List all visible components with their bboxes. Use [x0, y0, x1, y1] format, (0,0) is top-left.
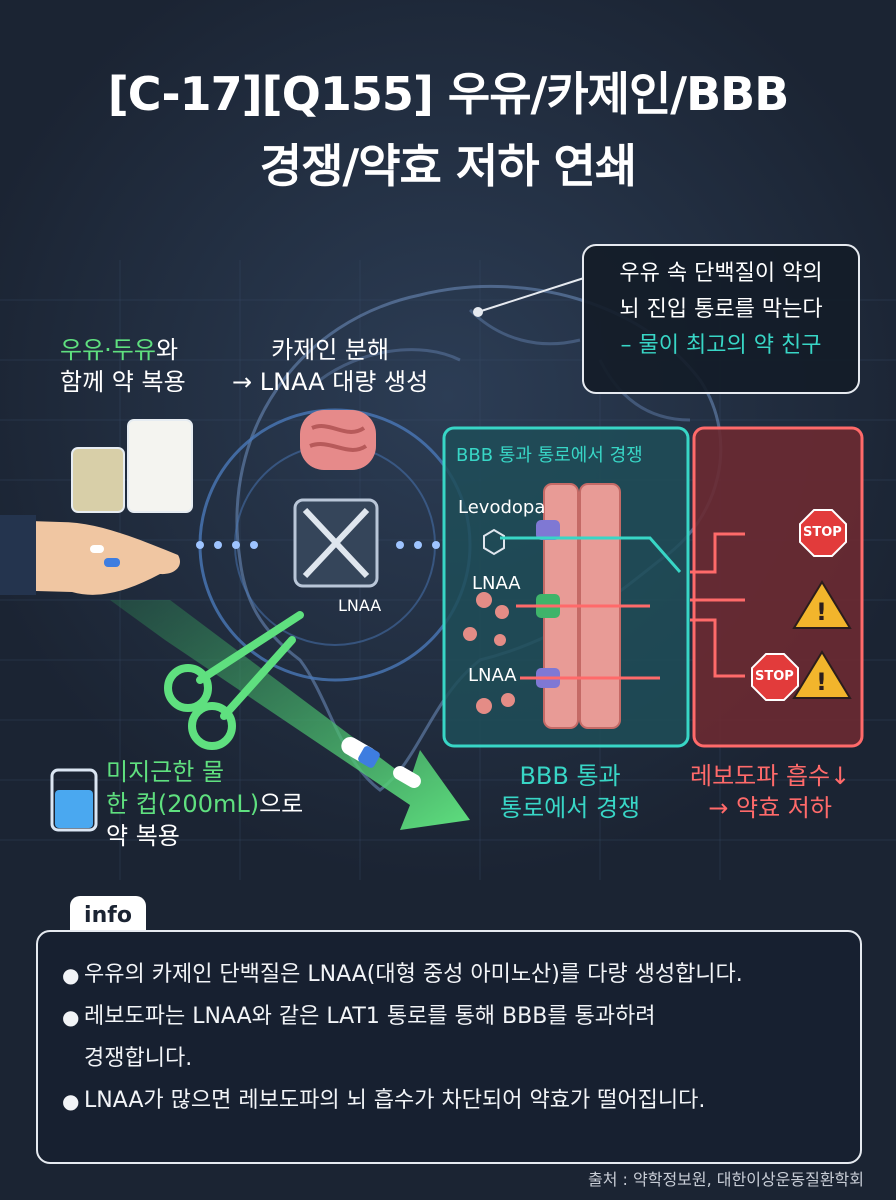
stop-sign-1-icon — [799, 509, 847, 557]
stop-text-1: STOP — [803, 525, 842, 540]
warning-icon-2 — [792, 650, 852, 699]
water-glass-icon — [50, 768, 98, 832]
page-title-line2: 경쟁/약효 저하 연쇄 — [259, 139, 637, 193]
capsules — [341, 737, 421, 788]
pills-on-hand — [90, 545, 120, 567]
source-credit: 출처 : 약학정보원, 대한이상운동질환학회 — [588, 1170, 864, 1189]
bbb-panel-title: BBB 통과 통로에서 경쟁 — [456, 445, 643, 466]
lnaa-label-2: LNAA — [468, 665, 517, 686]
warning-icon-1 — [792, 580, 852, 629]
warning-mark-2: ! — [816, 668, 827, 696]
casein-label: 카제인 분해 → LNAA 대량 생성 — [232, 334, 428, 398]
water-label: 미지근한 물 한 컵(200mL)으로 약 복용 — [106, 756, 303, 852]
callout-line3: – 물이 최고의 약 친구 — [620, 333, 822, 358]
result-line1: 레보도파 흡수↓ — [690, 762, 851, 790]
callout-line1: 우유 속 단백질이 약의 — [619, 261, 823, 286]
bullet-icon: ● — [62, 1005, 80, 1029]
info-item: ● LNAA가 많으면 레보도파의 뇌 흡수가 차단되어 약효가 떨어집니다. — [62, 1080, 836, 1122]
intestine-icon — [300, 410, 376, 470]
callout-line2: 뇌 진입 통로를 막는다 — [619, 297, 823, 322]
milk-label-green: 우유·두유 — [60, 336, 156, 364]
callout-connector — [477, 277, 585, 313]
result-label: 레보도파 흡수↓ → 약효 저하 — [690, 760, 850, 824]
result-line2: → 약효 저하 — [708, 794, 832, 822]
info-box: ● 우유의 카제인 단백질은 LNAA(대형 중성 아미노산)를 다량 생성합니… — [36, 930, 862, 1164]
water-label-rest: 으로 — [259, 790, 304, 818]
bullet-icon: ● — [62, 963, 80, 987]
milk-label-rest: 와 — [155, 336, 179, 364]
info-item: ● 레보도파는 LNAA와 같은 LAT1 통로를 통해 BBB를 통과하려 경… — [62, 996, 836, 1080]
lnaa-molecules — [463, 592, 515, 714]
milk-label: 우유·두유와 함께 약 복용 — [60, 334, 186, 398]
scissors-icon — [164, 611, 304, 750]
casein-label-line2: → LNAA 대량 생성 — [232, 368, 429, 396]
milk-label-line2: 함께 약 복용 — [60, 368, 186, 396]
bbb-arrows — [500, 536, 682, 680]
info-tag: info — [70, 896, 146, 936]
hand-icon — [0, 520, 180, 595]
traffic-jam-icon — [293, 498, 379, 588]
levodopa-molecule — [483, 528, 505, 556]
bbb-bottom-line2: 통로에서 경쟁 — [500, 794, 641, 822]
water-label-green: 한 컵(200mL) — [106, 790, 260, 818]
casein-label-line1: 카제인 분해 — [271, 336, 390, 364]
result-arrows — [690, 532, 745, 678]
water-label-line3: 약 복용 — [106, 822, 180, 850]
page-title-line1: [C-17][Q155] 우유/카제인/BBB — [107, 67, 790, 121]
levodopa-label: Levodopa — [458, 497, 546, 518]
info-item-text: LNAA가 많으면 레보도파의 뇌 흡수가 차단되어 약효가 떨어집니다. — [84, 1088, 706, 1113]
hub-lnaa-label: LNAA — [338, 596, 382, 615]
lnaa-label-1: LNAA — [472, 573, 521, 594]
water-label-line1: 미지근한 물 — [106, 758, 225, 786]
green-arrow — [110, 600, 470, 830]
bullet-icon: ● — [62, 1089, 80, 1113]
warning-mark-1: ! — [816, 598, 827, 626]
flow-dots — [196, 541, 440, 549]
bbb-bottom-line1: BBB 통과 — [519, 762, 621, 790]
bbb-bottom-label: BBB 통과 통로에서 경쟁 — [500, 760, 640, 824]
info-item-text: 레보도파는 LNAA와 같은 LAT1 통로를 통해 BBB를 통과하려 경쟁합… — [84, 1004, 656, 1071]
stop-sign-2-icon — [751, 653, 799, 701]
info-item-text: 우유의 카제인 단백질은 LNAA(대형 중성 아미노산)를 다량 생성합니다. — [84, 962, 743, 987]
stop-text-2: STOP — [755, 669, 794, 684]
lat1-transporter-1 — [536, 520, 560, 540]
callout-box: 우유 속 단백질이 약의 뇌 진입 통로를 막는다 – 물이 최고의 약 친구 — [582, 244, 860, 394]
milk-glasses-icon — [71, 419, 193, 513]
info-item: ● 우유의 카제인 단백질은 LNAA(대형 중성 아미노산)를 다량 생성합니… — [62, 954, 836, 996]
